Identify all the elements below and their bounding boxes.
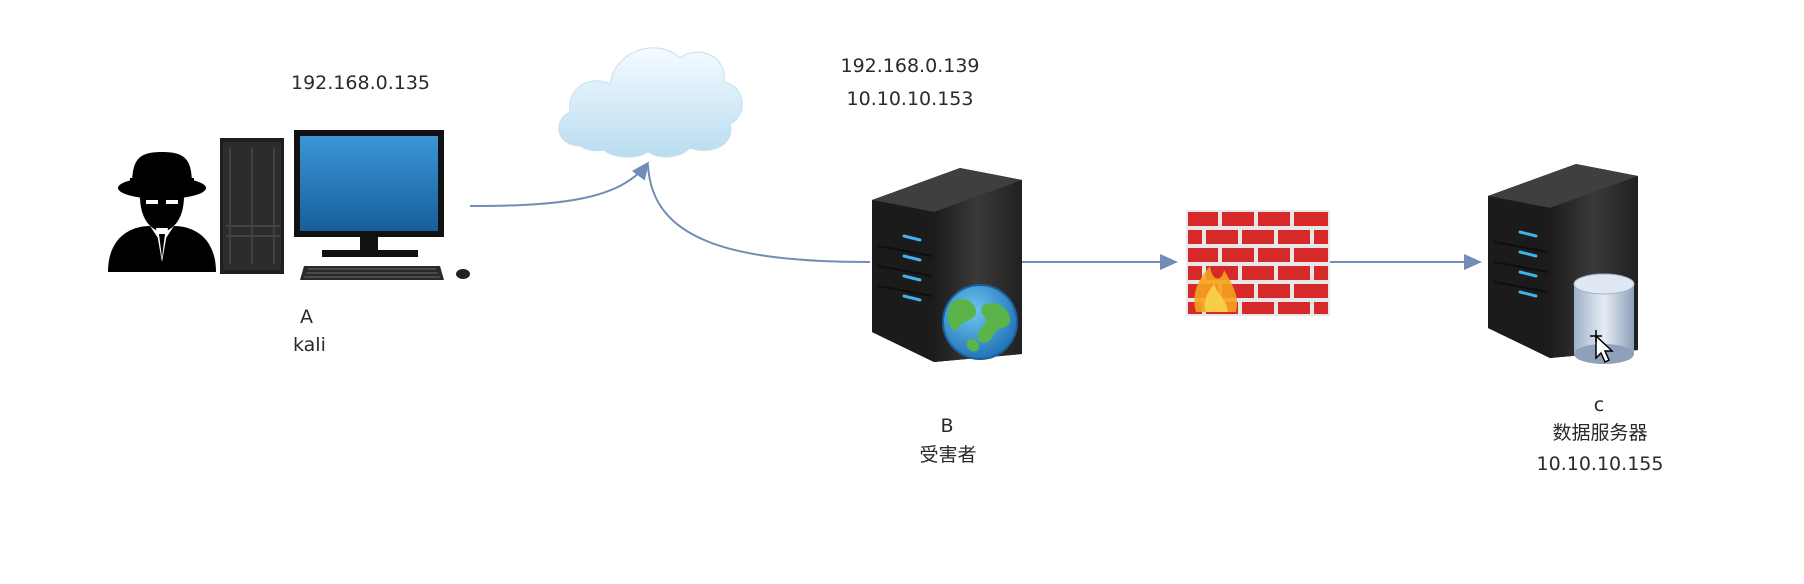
node-c-role: 数据服务器 <box>1552 422 1648 444</box>
connector-cloud-to-web-server <box>647 164 871 263</box>
cloud-icon <box>558 47 743 158</box>
node-b-ip-external: 192.168.0.139 <box>840 55 980 77</box>
node-a-os-label: kali <box>293 334 326 356</box>
node-b-ip-internal: 10.10.10.153 <box>846 88 974 110</box>
firewall-icon <box>1186 210 1330 316</box>
desktop-computer-icon <box>220 130 470 280</box>
connector-pc-to-cloud <box>469 161 650 207</box>
node-a-ip: 192.168.0.135 <box>291 72 431 94</box>
move-cursor-icon <box>1590 330 1614 364</box>
hacker-icon <box>108 152 216 272</box>
node-a-letter: A <box>300 306 313 328</box>
node-c-letter: c <box>1593 394 1605 416</box>
globe-icon <box>942 284 1018 360</box>
node-b-role: 受害者 <box>919 444 977 466</box>
node-b-letter: B <box>940 415 954 437</box>
node-c-ip: 10.10.10.155 <box>1536 453 1664 475</box>
